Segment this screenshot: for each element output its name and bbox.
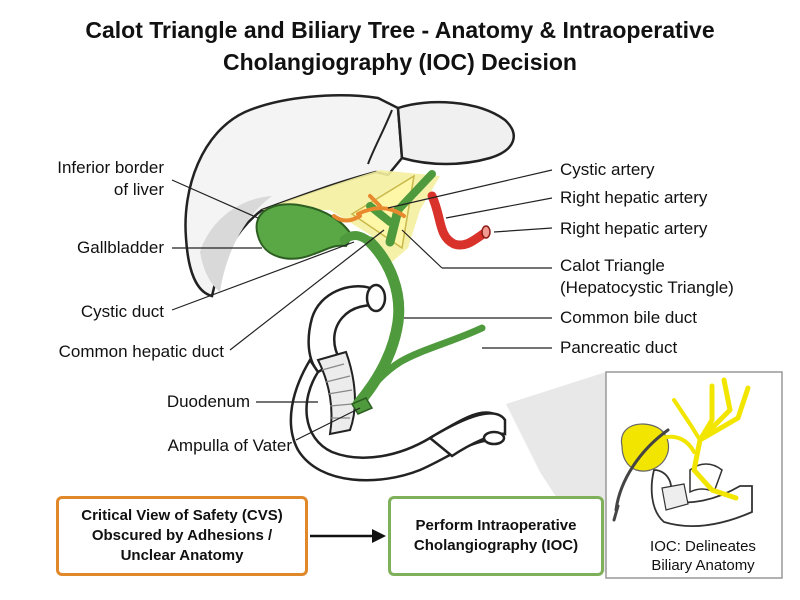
right-hepatic-artery-vessel <box>427 191 491 250</box>
label-inferior-border-line2: of liver <box>113 180 164 199</box>
label-inferior-border-line1: Inferior border <box>57 158 164 177</box>
inset-caption-line1: IOC: Delineates <box>650 538 756 555</box>
cvs-box-line1: Critical View of Safety (CVS) <box>81 507 283 524</box>
artery-cut-end <box>481 225 491 239</box>
flow-arrow-head <box>372 529 386 543</box>
ioc-inset-frame <box>605 371 783 579</box>
inset-caption: IOC: Delineates Biliary Anatomy <box>612 537 794 575</box>
label-right-hepatic-artery-2: Right hepatic artery <box>560 219 708 238</box>
pylorus-opening <box>365 283 387 313</box>
label-cystic-duct: Cystic duct <box>80 302 164 321</box>
ioc-box-line2: Cholangiography (IOC) <box>413 537 579 554</box>
label-gallbladder: Gallbladder <box>77 238 164 257</box>
ioc-box-line1: Perform Intraoperative <box>415 517 577 534</box>
diagram-title-line-2: Cholangiography (IOC) Decision <box>223 49 577 75</box>
label-common-bile-duct: Common bile duct <box>560 308 698 327</box>
cvs-box-line3: Unclear Anatomy <box>120 547 244 564</box>
cvs-box-line2: Obscured by Adhesions / <box>91 527 273 544</box>
label-cystic-artery: Cystic artery <box>560 160 655 179</box>
common-hepatic-duct <box>385 205 403 247</box>
right-leader-lines <box>387 169 553 349</box>
duodenum-folds <box>321 363 353 419</box>
diagram-title-line-1: Calot Triangle and Biliary Tree - Anatom… <box>85 17 715 43</box>
pancreatic-duct-path <box>356 324 486 406</box>
label-common-hepatic-duct: Common hepatic duct <box>58 342 224 361</box>
label-calot-triangle-line1: Calot Triangle <box>560 256 665 275</box>
inset-caption-line2: Biliary Anatomy <box>651 557 755 574</box>
ioc-inset-illustration <box>612 377 753 527</box>
falciform-ligament <box>367 109 393 165</box>
liver-underside-shadow <box>200 196 272 292</box>
liver-right-lobe <box>396 100 515 166</box>
label-pancreatic-duct: Pancreatic duct <box>560 338 678 357</box>
duodenum-tail <box>427 412 507 458</box>
label-calot-triangle-line2: (Hepatocystic Triangle) <box>560 278 734 297</box>
label-right-hepatic-artery-1: Right hepatic artery <box>560 188 708 207</box>
cvs-obscured-box: Critical View of Safety (CVS) Obscured b… <box>56 496 308 576</box>
left-leader-lines <box>171 179 385 441</box>
cystic-artery-vessel <box>332 194 406 223</box>
perform-ioc-box: Perform Intraoperative Cholangiography (… <box>388 496 604 576</box>
label-duodenum: Duodenum <box>166 392 250 411</box>
label-ampulla-of-vater: Ampulla of Vater <box>167 436 292 455</box>
liver <box>184 94 404 298</box>
duodenum-end-opening <box>482 430 506 446</box>
